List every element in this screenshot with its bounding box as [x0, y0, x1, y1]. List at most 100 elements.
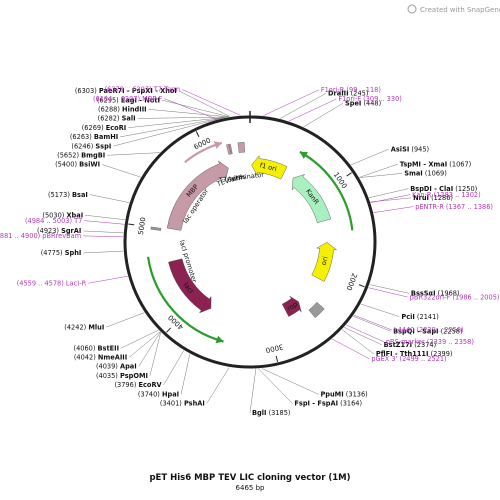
primer-prs-marker-2339-2358-leader: [346, 324, 384, 343]
tick-2000: [358, 284, 365, 288]
site-bsss-i-label: BssSαI (1968): [411, 289, 460, 297]
site-sspi-label: (6246) SspI: [71, 142, 111, 150]
feature-ori-label: ori: [320, 256, 330, 266]
primer-4881-4900-pbrrevbam-label: (4881 .. 4900) pBRrevBam: [0, 232, 81, 240]
primer-kan-r-1283-1302-leader: [370, 194, 411, 203]
primer-pentr-r-1367-1386-leader: [373, 206, 414, 213]
primer-6184-6207-mbp-f-label: (6184 .. 6207) MBP-F: [93, 95, 163, 103]
feature-mbp: [166, 160, 229, 231]
site-bgli-label: BglI (3185): [252, 409, 291, 417]
map-title: pET His6 MBP TEV LIC cloning vector (1M): [149, 473, 350, 483]
backbone-circle: [123, 115, 377, 369]
feature-tev-site: [226, 144, 232, 155]
site-sgrai-label: (4923) SgrAI: [37, 227, 81, 235]
site-fspi-fspai-label: FspI - FspAI (3164): [294, 400, 362, 408]
arc-kanr-promoter-arc: [299, 150, 354, 231]
site-hindiii-label: (6288) HindIII: [98, 105, 147, 113]
site-bspqi-sapi-label: BspQI - SapI (2258): [393, 328, 462, 336]
site-spei-leader: [303, 103, 344, 128]
primer-prs-marker-2339-2358-label: pRS-marker (2339 .. 2358): [386, 338, 474, 346]
site-bspdi-clai-leader: [368, 188, 409, 198]
site-tspmi-xmai-leader: [359, 163, 398, 178]
site-bamhi-leader: [120, 117, 226, 138]
site-bmgbi-leader: [107, 152, 160, 156]
site-hpai-leader: [180, 353, 191, 395]
tick-label-5000: 5000: [137, 217, 148, 236]
site-pshai-leader: [206, 367, 230, 404]
primer-f1ori-r-99-118-label: F1ori-R (99 .. 118): [321, 86, 381, 94]
site-bsai-label: (5173) BsaI: [48, 191, 88, 199]
watermark-text: Created with SnapGene®: [420, 6, 500, 14]
tick-label-3000: 3000: [265, 342, 284, 354]
site-pflfi-tth111i-leader: [341, 329, 375, 355]
site-asisi-leader: [350, 148, 389, 166]
site-draiii-leader: [279, 93, 327, 119]
site-nrui-label: NruI (1286): [413, 194, 453, 202]
snapgene-logo-icon: [407, 4, 417, 14]
arc-laci-promoter-arc: [146, 256, 224, 343]
site-nmeaiii-leader: [129, 331, 161, 358]
site-mlui-label: (4242) MluI: [64, 323, 104, 331]
restriction-sites: DraIII (245)SpeI (448)AsiSI (945)TspMI -…: [37, 87, 477, 417]
site-sphi-leader: [83, 250, 124, 254]
site-ecori-leader: [128, 117, 226, 128]
site-eagi-noti-label: (6295) EagI - NotI: [97, 96, 160, 104]
primer-4559-4578-laci-r-leader: [88, 275, 128, 284]
site-draiii-label: DraIII (245): [328, 90, 368, 98]
site-ecorv-label: (3796) EcoRV: [114, 381, 162, 389]
site-bamhi-label: (6263) BamHI: [70, 133, 118, 141]
primer-f1ori-f-309-330-label: F1ori-F (309 .. 330): [338, 95, 402, 103]
primer-4984-5003-t7-leader: [84, 220, 125, 225]
tick-label-6000: 6000: [193, 136, 213, 151]
site-bsiwi-leader: [101, 164, 141, 178]
feature-laci: [168, 258, 212, 314]
site-ecori-label: (6269) EcoRI: [82, 124, 127, 132]
primer-pbr322ori-f-1986-2005-leader: [368, 287, 408, 298]
feature-t7-terminator: [237, 141, 245, 153]
site-pshai-label: (3401) PshAI: [160, 400, 205, 408]
feature-bom: [308, 301, 325, 318]
primer-pentr-r-1367-1386-label: pENTR-R (1367 .. 1386): [415, 203, 493, 211]
site-sphi-label: (4775) SphI: [41, 249, 82, 257]
primer-pgex-3-2499-2521-label: pGEX 3' (2499 .. 2521): [371, 355, 446, 363]
site-bsss-i-leader: [369, 284, 409, 294]
arc-head-mbp-span: [213, 141, 222, 149]
site-bsteii-label: (4060) BstEII: [74, 344, 120, 352]
primer-l4440-2239-2256-leader: [353, 314, 393, 331]
site-paer7i-pspxi-xhoi-leader: [178, 90, 231, 117]
site-bsai-leader: [89, 194, 130, 203]
tick-1000: [346, 172, 352, 177]
primer-f1ori-f-309-330-leader: [288, 98, 337, 122]
site-apai-label: (4039) ApaI: [96, 363, 137, 371]
primer-4881-4900-pbrrevbam-leader: [83, 235, 124, 238]
feature-lac-operator: [150, 226, 162, 231]
site-bspdi-clai-label: BspDI - ClaI (1250): [410, 185, 477, 193]
feature-f1-ori-label: f1 ori: [259, 161, 278, 173]
site-bspqi-sapi-leader: [352, 315, 392, 332]
tick-label-1000: 1000: [332, 171, 349, 190]
site-paer7i-pspxi-xhoi-label: (6303) PaeR7I - PspXI - XhoI: [75, 87, 177, 95]
arc-head-kanr-promoter-arc: [299, 151, 309, 159]
tick-3000: [275, 355, 279, 362]
site-sgrai-leader: [83, 230, 124, 234]
site-spei-label: SpeI (448): [345, 99, 381, 107]
primer-6379-6397-t7-term-leader: [181, 89, 241, 116]
tick-label-2000: 2000: [345, 272, 359, 292]
feature-kanr: [291, 173, 332, 224]
feature-label-6xhis: 6xHis: [227, 172, 247, 184]
site-pspomi-leader: [149, 332, 161, 376]
site-sspi-leader: [113, 117, 224, 147]
site-bgli-leader: [249, 368, 257, 413]
site-mlui-leader: [106, 312, 145, 328]
site-bsteii-leader: [120, 329, 159, 349]
map-size: 6465 bp: [236, 484, 265, 492]
primer-4984-5003-t7-label: (4984 .. 5003) T7: [25, 217, 82, 225]
tick-5000: [128, 223, 135, 226]
arc-head-laci-promoter-arc: [215, 335, 224, 344]
site-hindiii-leader: [148, 109, 229, 118]
site-pcii-leader: [360, 303, 400, 317]
site-hpai-label: (3740) HpaI: [138, 390, 179, 398]
feature-rop: [281, 295, 302, 317]
site-eagi-noti-leader: [161, 99, 230, 117]
site-ppumi-leader: [261, 368, 319, 395]
